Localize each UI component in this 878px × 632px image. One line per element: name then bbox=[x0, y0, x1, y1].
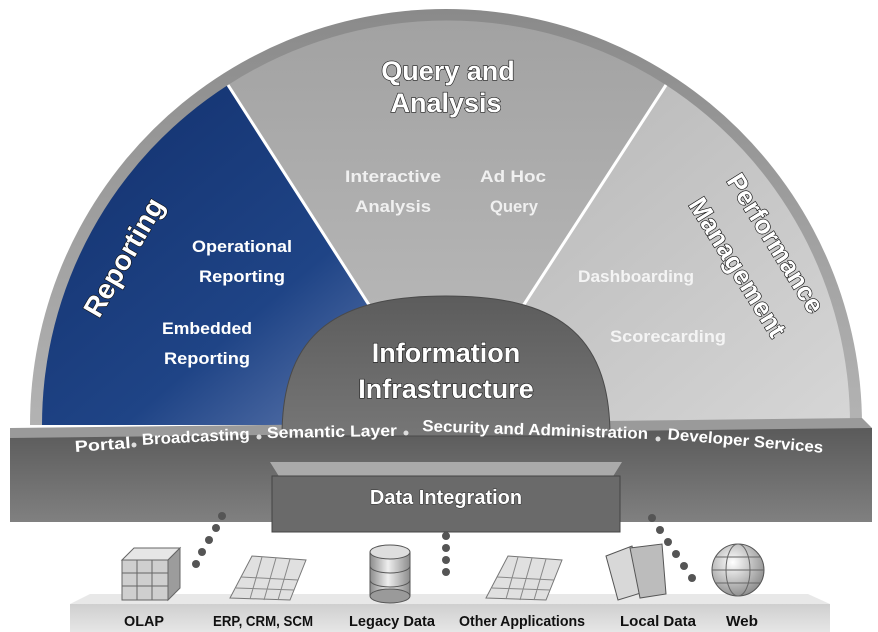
operational-reporting-label: Reporting bbox=[199, 267, 285, 286]
data-integration-box bbox=[271, 475, 621, 533]
operational-reporting-label: Operational bbox=[192, 237, 292, 256]
service-portal: Portal bbox=[74, 435, 131, 456]
info-infrastructure-title: Infrastructure bbox=[358, 374, 534, 404]
source-web: Web bbox=[726, 613, 758, 630]
service-separator bbox=[403, 430, 409, 436]
source-local-data: Local Data bbox=[620, 613, 697, 630]
data-integration-box-top bbox=[270, 462, 622, 478]
source-other-applications: Other Applications bbox=[459, 613, 585, 630]
service-broadcasting: Broadcasting bbox=[141, 426, 250, 449]
embedded-reporting-label: Embedded bbox=[162, 319, 252, 338]
scorecarding-label: Scorecarding bbox=[610, 327, 726, 346]
base-platform-top bbox=[70, 594, 830, 604]
spreadsheet-icon bbox=[485, 555, 563, 601]
data-integration-title: Data Integration bbox=[370, 487, 522, 509]
interactive-analysis-label: Analysis bbox=[355, 197, 431, 216]
spreadsheet-icon bbox=[229, 555, 307, 601]
info-infrastructure-dome bbox=[281, 295, 611, 437]
source-olap: OLAP bbox=[124, 613, 164, 630]
base-platform bbox=[70, 604, 830, 632]
service-separator bbox=[655, 436, 661, 442]
source-erp-crm-scm: ERP, CRM, SCM bbox=[213, 613, 313, 630]
connector-dots bbox=[192, 512, 696, 582]
ad-hoc-query-label: Ad Hoc bbox=[480, 167, 546, 186]
ad-hoc-query-label: Query bbox=[490, 197, 539, 216]
query-analysis-segment bbox=[228, 20, 666, 425]
documents-icon bbox=[605, 543, 667, 601]
query-analysis-title: Query and bbox=[381, 56, 515, 86]
service-separator bbox=[131, 442, 137, 448]
info-infrastructure-title: Information bbox=[372, 338, 521, 368]
interactive-analysis-label: Interactive bbox=[345, 167, 441, 186]
query-analysis-title: Analysis bbox=[390, 88, 501, 118]
dashboarding-label: Dashboarding bbox=[578, 267, 694, 286]
embedded-reporting-label: Reporting bbox=[164, 349, 250, 368]
service-semantic-layer: Semantic Layer bbox=[267, 423, 397, 442]
olap-cube-icon bbox=[120, 546, 182, 602]
service-separator bbox=[256, 434, 262, 440]
database-cylinder-icon bbox=[369, 544, 411, 604]
source-legacy-data: Legacy Data bbox=[349, 613, 436, 630]
globe-icon bbox=[711, 543, 765, 597]
